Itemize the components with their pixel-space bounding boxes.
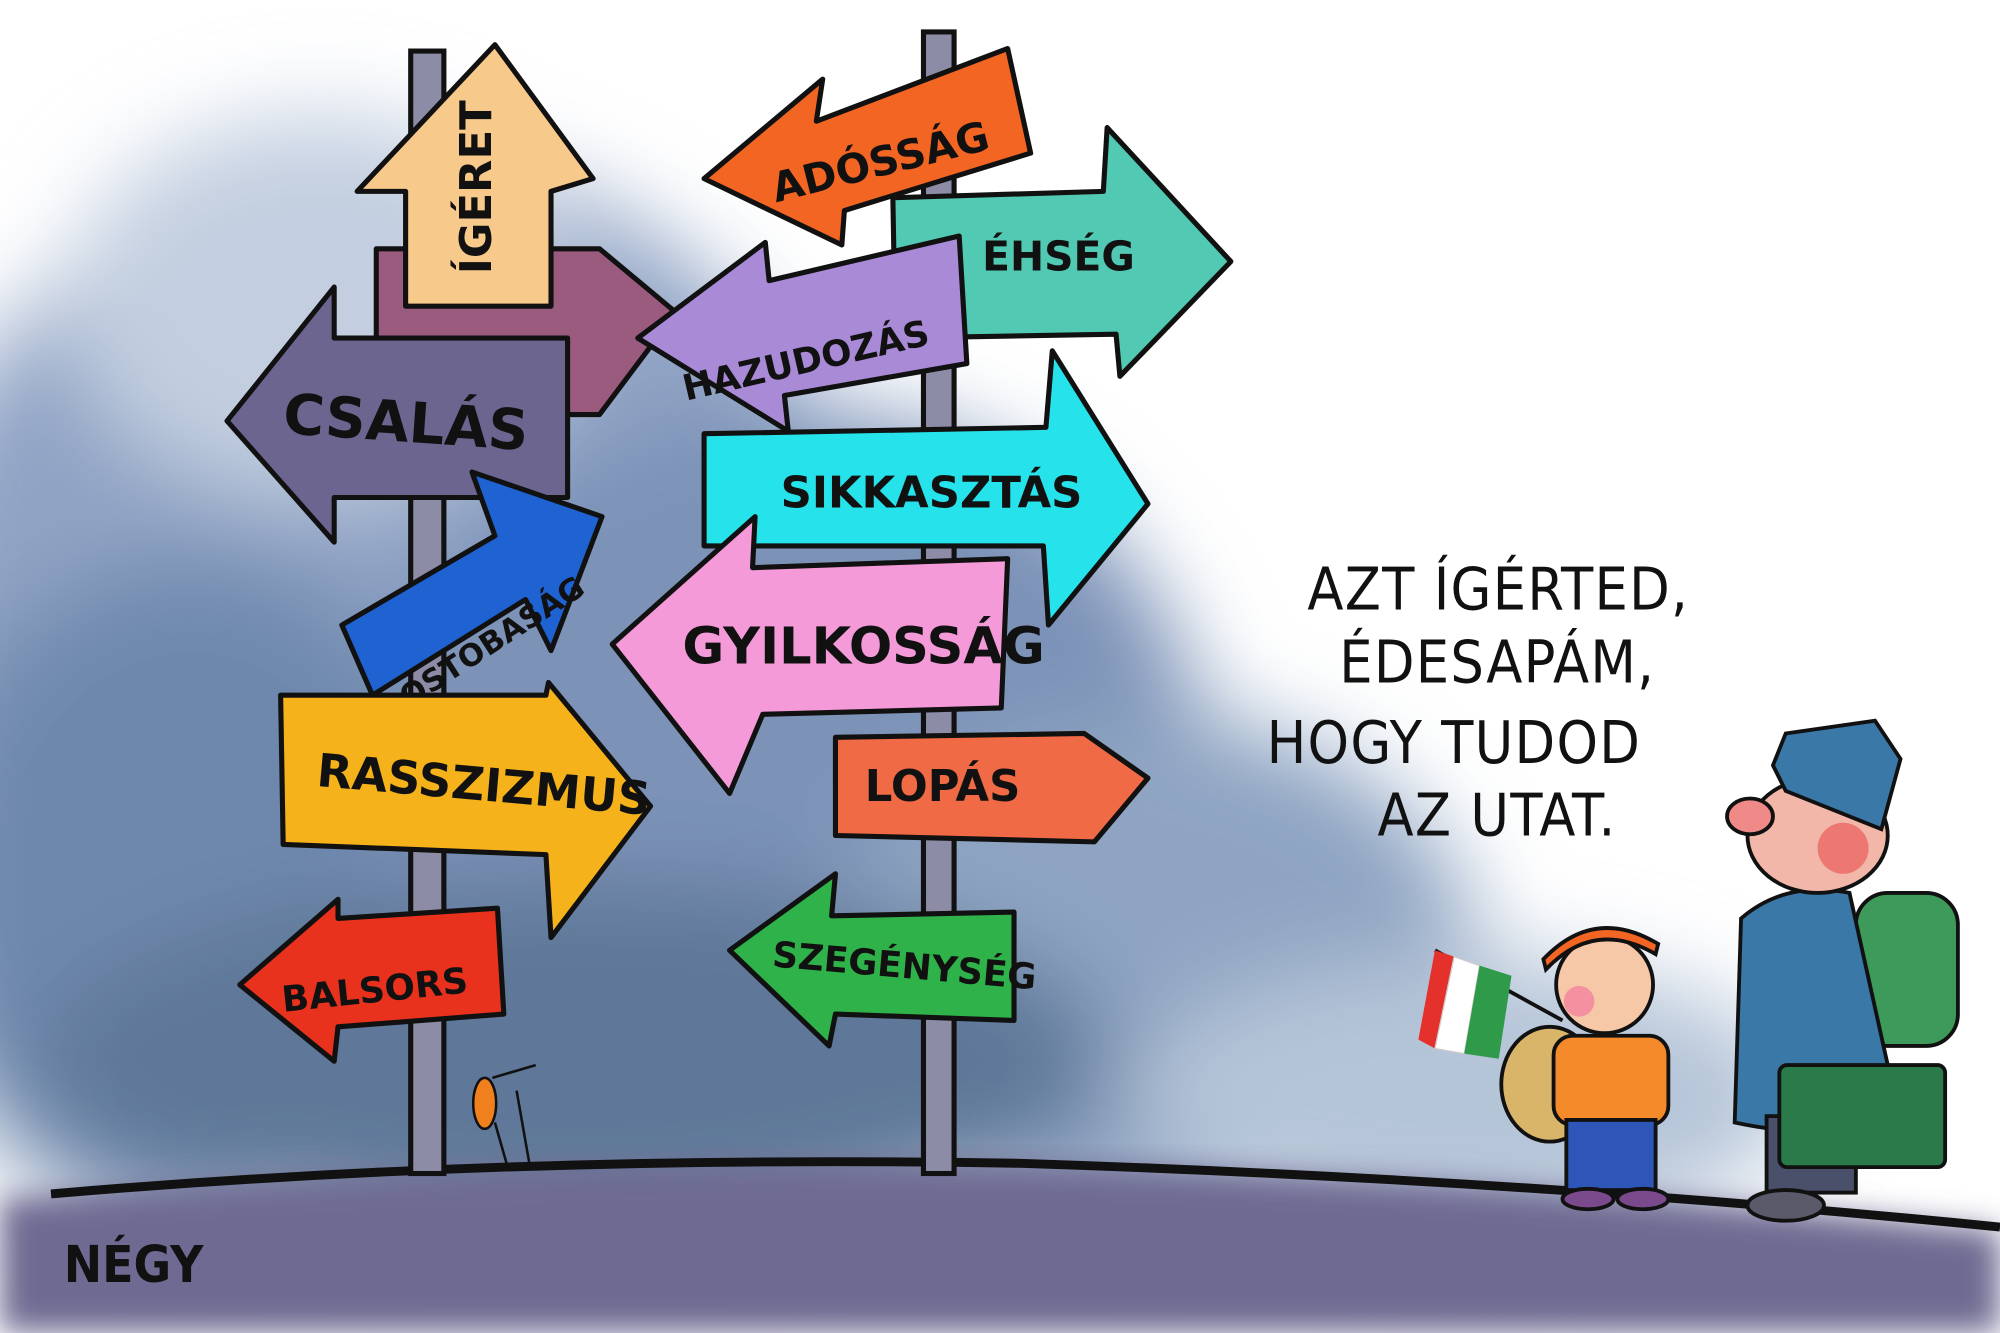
bug-figure (471, 1063, 537, 1168)
sign-igeret: ÍGÉRET (354, 42, 596, 309)
sign-balsors: BALSORS (237, 896, 507, 1064)
sign-label-igeret: ÍGÉRET (451, 100, 502, 274)
sign-gyilkossag: GYILKOSSÁG (609, 514, 1045, 796)
suitcase (1777, 1063, 1948, 1170)
child-figure (1418, 926, 1671, 1212)
sign-label-ehseg: ÉHSÉG (982, 232, 1135, 280)
speech-text: AZT ÍGÉRTED, ÉDESAPÁM, HOGY TUDOD AZ UTA… (1267, 555, 1689, 850)
sign-lopas: LOPÁS (832, 730, 1151, 845)
hungarian-flag (1418, 950, 1512, 1059)
sign-ehseg: ÉHSÉG (890, 125, 1234, 379)
sign-label-gyilkossag: GYILKOSSÁG (682, 615, 1044, 676)
speech-line-2: ÉDESAPÁM, (1339, 627, 1655, 696)
speech-line-4: AZ UTAT. (1378, 782, 1617, 850)
sign-rasszizmus: RASSZIZMUS (278, 679, 654, 941)
signature-text: NÉGY (64, 1234, 204, 1295)
father-figure (1725, 718, 1960, 1223)
sign-szegenyseg: SZEGÉNYSÉG (727, 871, 1038, 1049)
sign-label-lopas: LOPÁS (865, 761, 1021, 812)
ground (0, 1157, 2000, 1333)
speech-line-3: HOGY TUDOD (1267, 709, 1642, 777)
sign-sikkasztas: SIKKASZTÁS (701, 348, 1151, 628)
sign-label-sikkasztas: SIKKASZTÁS (781, 468, 1083, 519)
speech-line-1: AZT ÍGÉRTED, (1307, 555, 1689, 624)
artist-signature: NÉGY (64, 1234, 204, 1295)
